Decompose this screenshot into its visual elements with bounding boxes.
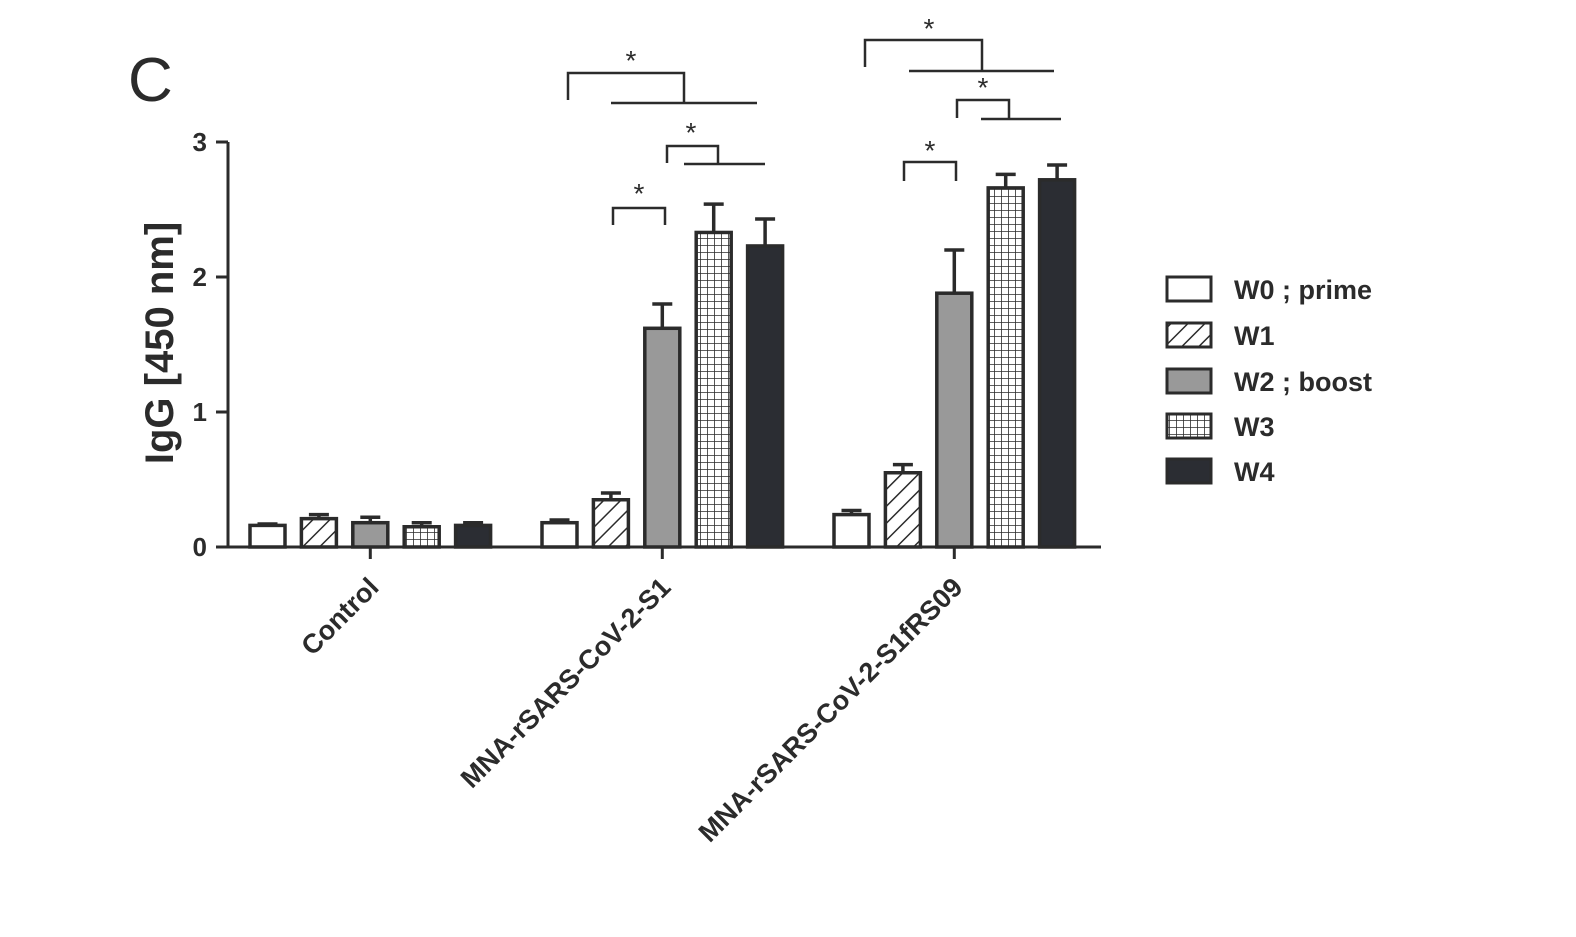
significance-star: * bbox=[924, 13, 935, 44]
significance-bracket bbox=[955, 98, 1011, 119]
legend-swatch-w2 bbox=[1165, 367, 1213, 395]
legend-item-w2: W2 ; boost bbox=[1165, 367, 1372, 397]
legend-item-w0: W0 ; prime bbox=[1165, 275, 1372, 305]
y-tick-label: 2 bbox=[193, 262, 207, 292]
x-category-label: Control bbox=[295, 572, 384, 661]
significance-star: * bbox=[634, 178, 645, 209]
bar bbox=[694, 230, 733, 549]
legend-swatch-w4 bbox=[1165, 457, 1213, 485]
bar bbox=[643, 326, 682, 549]
y-tick-label: 1 bbox=[193, 397, 207, 427]
significance-bracket bbox=[863, 38, 984, 71]
legend-label-w2: W2 ; boost bbox=[1234, 367, 1372, 397]
legend-label-w1: W1 bbox=[1234, 321, 1275, 351]
y-axis-title: IgG [450 nm] bbox=[138, 222, 182, 464]
legend-label-w3: W3 bbox=[1234, 412, 1275, 442]
bar bbox=[299, 516, 339, 549]
legend-label-w0: W0 ; prime bbox=[1234, 275, 1372, 305]
bar bbox=[248, 523, 287, 549]
x-category-label: MNA-rSARS-CoV-2-S1 bbox=[455, 572, 677, 794]
bar bbox=[1037, 178, 1077, 549]
bar bbox=[540, 520, 579, 549]
y-tick-label: 0 bbox=[193, 532, 207, 562]
legend-swatch-w1 bbox=[1165, 321, 1213, 349]
bar bbox=[351, 520, 390, 549]
legend-label-w4: W4 bbox=[1234, 457, 1275, 487]
significance-bracket bbox=[566, 71, 686, 103]
y-tick-label: 3 bbox=[193, 127, 207, 157]
significance-star: * bbox=[626, 45, 637, 76]
bar bbox=[883, 471, 923, 549]
x-category-label: MNA-rSARS-CoV-2-S1fRS09 bbox=[693, 572, 969, 848]
significance-bracket bbox=[665, 144, 720, 164]
legend-swatch-w3 bbox=[1165, 412, 1213, 440]
significance-brackets: * * * * * * bbox=[566, 13, 1061, 225]
panel-label: C bbox=[128, 46, 173, 115]
significance-star: * bbox=[686, 117, 697, 148]
legend: W0 ; prime W1 W2 ; boost W3 W4 bbox=[1165, 275, 1372, 487]
significance-bracket bbox=[611, 206, 667, 225]
bars bbox=[248, 163, 1077, 549]
legend-item-w4: W4 bbox=[1165, 457, 1275, 487]
significance-star: * bbox=[978, 72, 989, 103]
legend-swatch-w0 bbox=[1165, 275, 1213, 303]
legend-item-w1: W1 bbox=[1165, 321, 1275, 351]
bar bbox=[935, 291, 974, 549]
significance-star: * bbox=[925, 135, 936, 166]
bar bbox=[745, 244, 785, 549]
bar bbox=[591, 498, 631, 549]
legend-item-w3: W3 bbox=[1165, 412, 1275, 442]
bar bbox=[402, 525, 441, 549]
bar bbox=[453, 523, 493, 549]
bar bbox=[832, 512, 871, 549]
y-ticks: 0 1 2 3 bbox=[193, 127, 228, 562]
significance-bracket bbox=[902, 160, 958, 181]
bar bbox=[986, 186, 1025, 549]
